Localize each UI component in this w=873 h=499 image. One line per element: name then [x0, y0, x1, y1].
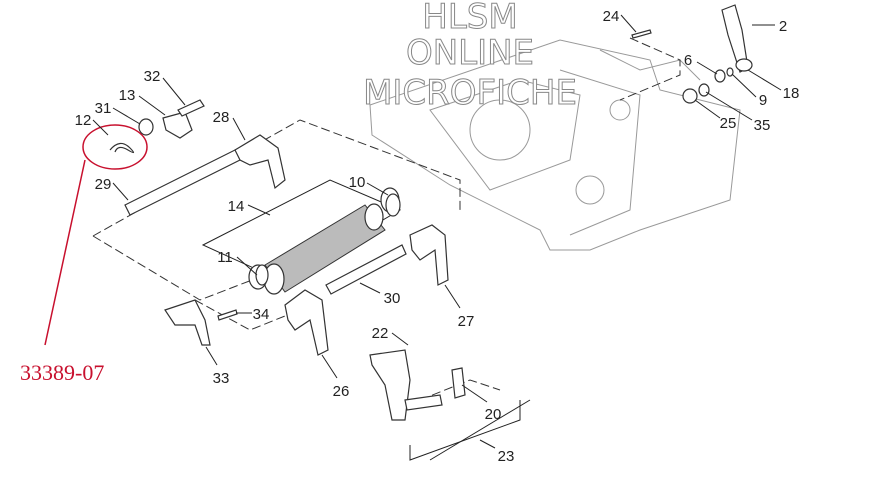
callout-35: 35 [754, 117, 771, 134]
highlighted-part-number: 33389-07 [20, 360, 104, 385]
spring-20 [451, 367, 466, 399]
callout-20: 20 [485, 406, 502, 423]
shift-fork-33 [164, 299, 211, 346]
shift-drum-14 [248, 187, 400, 295]
pin-34 [217, 309, 238, 321]
callout-25: 25 [720, 115, 737, 132]
callout-2: 2 [779, 18, 787, 35]
callout-34: 34 [253, 306, 270, 323]
pin-24 [631, 29, 652, 39]
retaining-ring-11 [255, 264, 269, 286]
shift-arm-2-18 [721, 4, 753, 73]
retaining-ring-10 [385, 193, 401, 217]
callout-10: 10 [349, 174, 366, 191]
detent-arm-13 [162, 111, 193, 139]
callout-30: 30 [384, 290, 401, 307]
callout-labels: 24 2 6 18 9 25 35 32 13 31 12 28 29 10 1… [75, 8, 800, 465]
callout-28: 28 [213, 109, 230, 126]
highlight-leader [44, 159, 86, 346]
spacer-31 [138, 118, 154, 136]
callout-33: 33 [213, 370, 230, 387]
callout-32: 32 [144, 68, 161, 85]
callout-22: 22 [372, 325, 389, 342]
watermark: HLSM ONLINE MICROFICHE [363, 0, 578, 114]
callout-27: 27 [458, 313, 475, 330]
callout-29: 29 [95, 176, 112, 193]
callout-18: 18 [783, 85, 800, 102]
callout-31: 31 [95, 100, 112, 117]
leader-lines [92, 14, 782, 449]
callout-12: 12 [75, 112, 92, 129]
shift-lever-22 [369, 349, 443, 421]
watermark-line-3: MICROFICHE [363, 73, 577, 113]
shift-shaft-30 [325, 244, 407, 295]
bolt-32 [177, 99, 205, 117]
shift-fork-26 [284, 289, 329, 356]
callout-24: 24 [603, 8, 620, 25]
callout-26: 26 [333, 383, 350, 400]
highlight-circle [82, 124, 148, 170]
washers-6-9-25-35 [682, 67, 734, 104]
callout-14: 14 [228, 198, 245, 215]
shift-fork-27 [409, 224, 449, 286]
shift-fork-28 [234, 134, 286, 190]
callout-11: 11 [217, 249, 233, 266]
callout-9: 9 [759, 92, 767, 109]
spring-12 [109, 142, 135, 154]
assembly-lines [92, 37, 681, 461]
watermark-line-2: ONLINE [406, 33, 534, 73]
callout-13: 13 [119, 87, 136, 104]
watermark-line-1: HLSM [422, 0, 517, 37]
callout-6: 6 [684, 52, 692, 69]
callout-23: 23 [498, 448, 515, 465]
